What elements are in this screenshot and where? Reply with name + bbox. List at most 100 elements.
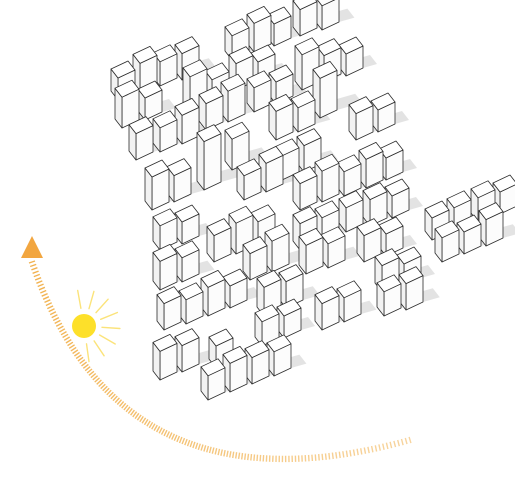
sun-path-tick [190, 441, 192, 447]
building-block [293, 0, 317, 36]
building-block [349, 97, 373, 140]
sun-path-tick [159, 428, 162, 434]
sun-path-tick [368, 447, 369, 453]
sun-path-tick [164, 430, 167, 436]
sun-path-tick [260, 455, 261, 461]
sun-ray [96, 299, 108, 312]
building-block [339, 37, 363, 76]
sun-path-tick [394, 441, 396, 447]
sun-path-tick [71, 347, 76, 351]
sun-path-tick [364, 448, 365, 454]
building-block [479, 203, 503, 246]
building-block [175, 241, 199, 282]
sun-disc [72, 314, 96, 338]
sun-path-tick [31, 268, 37, 270]
sun-path-tick [379, 444, 380, 450]
sun-path-tick [147, 421, 150, 426]
sun-path-tick [207, 446, 209, 452]
sun-path-tick [319, 454, 320, 460]
sun-ray [102, 327, 120, 328]
sun-path-tick [61, 332, 67, 335]
building-block [223, 269, 247, 308]
sun-path-tick [230, 451, 231, 457]
sun-path-tick [73, 350, 78, 354]
sun-path-tick [69, 345, 74, 349]
sun-path-tick [50, 312, 56, 315]
sun-path-tick [326, 453, 327, 459]
building-block [371, 93, 395, 132]
sun-path-tick [196, 443, 198, 449]
sun-path-tick [204, 445, 206, 451]
building-block [153, 244, 177, 290]
sun-path-tick [201, 445, 203, 451]
sun-path-tick [409, 437, 411, 443]
block-front-face [204, 134, 221, 190]
building-block [199, 87, 223, 130]
sun-path-tick [56, 323, 62, 326]
sun-ray [94, 341, 104, 356]
building-block [157, 287, 181, 330]
sun-path-tick [312, 455, 313, 461]
sun-path-tick [257, 455, 258, 461]
building-block [267, 335, 291, 376]
sun-path-tick [64, 337, 70, 340]
sun-path-tick [322, 454, 323, 460]
building-block [145, 160, 169, 210]
sun-path-tick [242, 453, 243, 459]
sun-path-tick [49, 309, 55, 312]
sun-path-tick [210, 447, 212, 453]
sun-path-tick [30, 264, 36, 266]
building-block [129, 117, 153, 160]
building-block [153, 334, 177, 380]
sun-path-tick [315, 454, 316, 460]
building-block [315, 287, 339, 330]
sun-path-tick [53, 318, 59, 321]
sun-path-tick [169, 433, 172, 439]
building-block [299, 228, 323, 274]
building-block [385, 179, 409, 218]
sun-path-tick [248, 454, 249, 460]
building-block [179, 283, 203, 324]
building-block [315, 154, 339, 202]
sun-path-tick [29, 261, 35, 263]
sun-path-tick [43, 297, 49, 300]
sun-path-tick [52, 315, 58, 318]
building-block [321, 227, 345, 268]
building-block [245, 341, 269, 384]
sun-path-tick [55, 320, 61, 323]
sun-path-tick [59, 329, 65, 332]
building-block [291, 91, 315, 132]
sun-path-tick [76, 355, 81, 359]
sun-path-tick [198, 444, 200, 450]
sun-ray [101, 313, 118, 320]
sun-path-tick [236, 452, 237, 458]
sun-path-tick [167, 431, 170, 437]
sun-path-tick [221, 450, 222, 456]
sun-path-tick [149, 422, 152, 428]
sun-path-tick [224, 450, 225, 456]
building-block [359, 142, 383, 188]
sun-path-tick [357, 449, 358, 455]
sun-path-tick [74, 352, 79, 356]
sun-path-tick [188, 440, 190, 446]
sun-path-tick [375, 445, 376, 451]
sun-path-tick [172, 434, 175, 440]
sun-path-tick [80, 360, 85, 364]
sun-path-tick [68, 342, 73, 345]
building-block [237, 159, 261, 200]
sun-path-tick [162, 429, 165, 435]
sun-path-tick [218, 449, 219, 455]
sun-path-tick [177, 436, 180, 442]
building-block [243, 237, 267, 280]
sun-path-tick [83, 364, 88, 368]
sun-ray [78, 291, 81, 309]
building-block [399, 267, 423, 310]
sun-path-tick [212, 448, 214, 454]
sun-path-tick [45, 300, 51, 303]
sun-path-tick [402, 439, 404, 445]
sun-path-tick [91, 374, 96, 378]
building-block [167, 159, 191, 202]
sun-path-tick [339, 452, 340, 458]
